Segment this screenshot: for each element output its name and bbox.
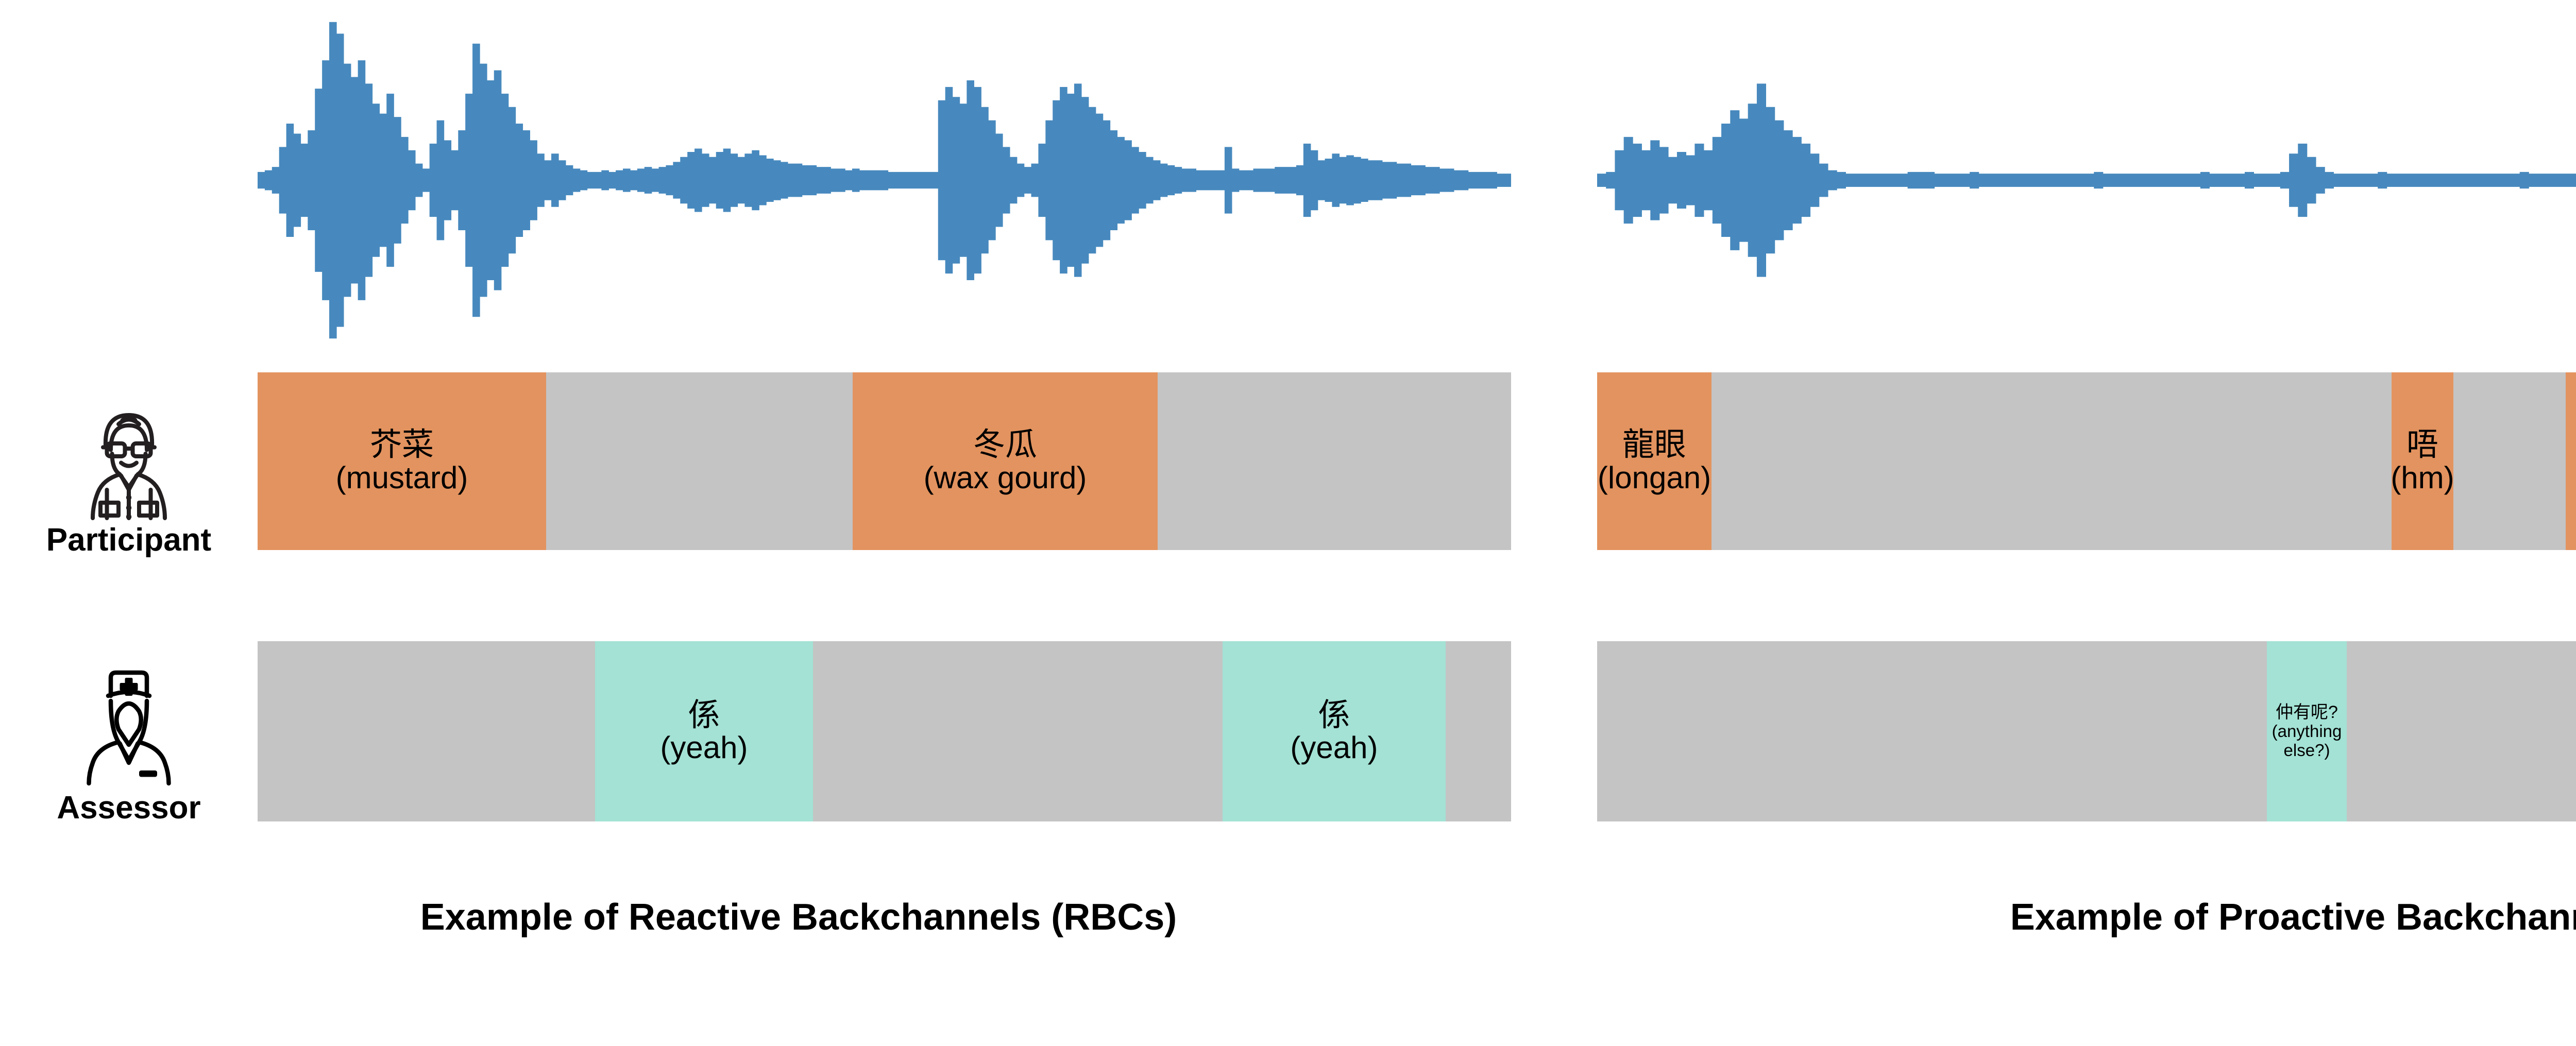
segment-gloss-text: else?): [2283, 741, 2330, 760]
participant-waveform-pbc: [1597, 10, 2576, 350]
segment-chinese-text: 係: [688, 697, 720, 733]
annotation-track-participant-rbc: 芥菜(mustard) 冬瓜(wax gourd): [258, 372, 1511, 550]
segment-chinese-text: 冬瓜: [973, 427, 1037, 463]
silence-segment: [812, 641, 1223, 821]
speech-segment: 冬瓜(wax gourd): [852, 372, 1158, 550]
caption-pbc: Example of Proactive Backchannels (PBCs): [2010, 897, 2576, 938]
silence-segment: [1157, 372, 1511, 550]
speech-segment: 龍眼(longan): [1597, 372, 1711, 550]
speech-segment: 係(yeah): [1222, 641, 1446, 821]
speaker-block-assessor-rbc: Assessor: [15, 608, 242, 824]
segment-gloss-text: (anything: [2272, 722, 2342, 741]
segment-chinese-text: 唔: [2406, 427, 2438, 463]
speaker-label-participant-rbc: Participant: [46, 522, 212, 558]
silence-segment: [546, 372, 853, 550]
speech-segment: 係(yeah): [595, 641, 813, 821]
segment-gloss-text: (mustard): [335, 460, 468, 495]
silence-segment: [2453, 372, 2566, 550]
segment-gloss-text: (yeah): [1290, 730, 1378, 765]
segment-chinese-text: 係: [1318, 697, 1350, 733]
segment-chinese-text: 仲有呢?: [2276, 702, 2338, 722]
speech-segment: 芥菜(mustard): [258, 372, 546, 550]
segment-gloss-text: (wax gourd): [923, 460, 1087, 495]
speaker-label-assessor-rbc: Assessor: [57, 790, 201, 826]
elderly-person-icon: [91, 413, 167, 520]
speech-segment: 唔(hm): [2391, 372, 2453, 550]
silence-segment: [1711, 372, 2392, 550]
participant-waveform-rbc: [258, 10, 1511, 350]
nurse-icon: [87, 670, 171, 786]
segment-chinese-text: 龍眼: [1622, 427, 1686, 463]
segment-gloss-text: (hm): [2391, 460, 2453, 495]
speech-segment: 無花果(figs): [2565, 372, 2576, 550]
panel-rbc: Participant Assessor 芥菜(mustard) 冬瓜(wax g…: [15, 10, 1511, 938]
annotation-track-assessor-rbc: 係(yeah)係(yeah): [258, 641, 1511, 821]
silence-segment: [1597, 641, 2267, 821]
segment-gloss-text: (longan): [1597, 460, 1711, 495]
speaker-block-participant-rbc: Participant: [15, 340, 242, 556]
panel-pbc: 龍眼(longan) 唔(hm) 無花果(figs) 仲有呢?(anythingel…: [1597, 0, 2576, 1046]
silence-segment: [1445, 641, 1511, 821]
caption-rbc: Example of Reactive Backchannels (RBCs): [420, 897, 1177, 938]
segment-gloss-text: (yeah): [660, 730, 748, 765]
segment-chinese-text: 芥菜: [369, 427, 434, 463]
annotation-track-participant-pbc: 龍眼(longan) 唔(hm) 無花果(figs): [1597, 372, 2576, 550]
silence-segment: [258, 641, 595, 821]
silence-segment: [2346, 641, 2576, 821]
